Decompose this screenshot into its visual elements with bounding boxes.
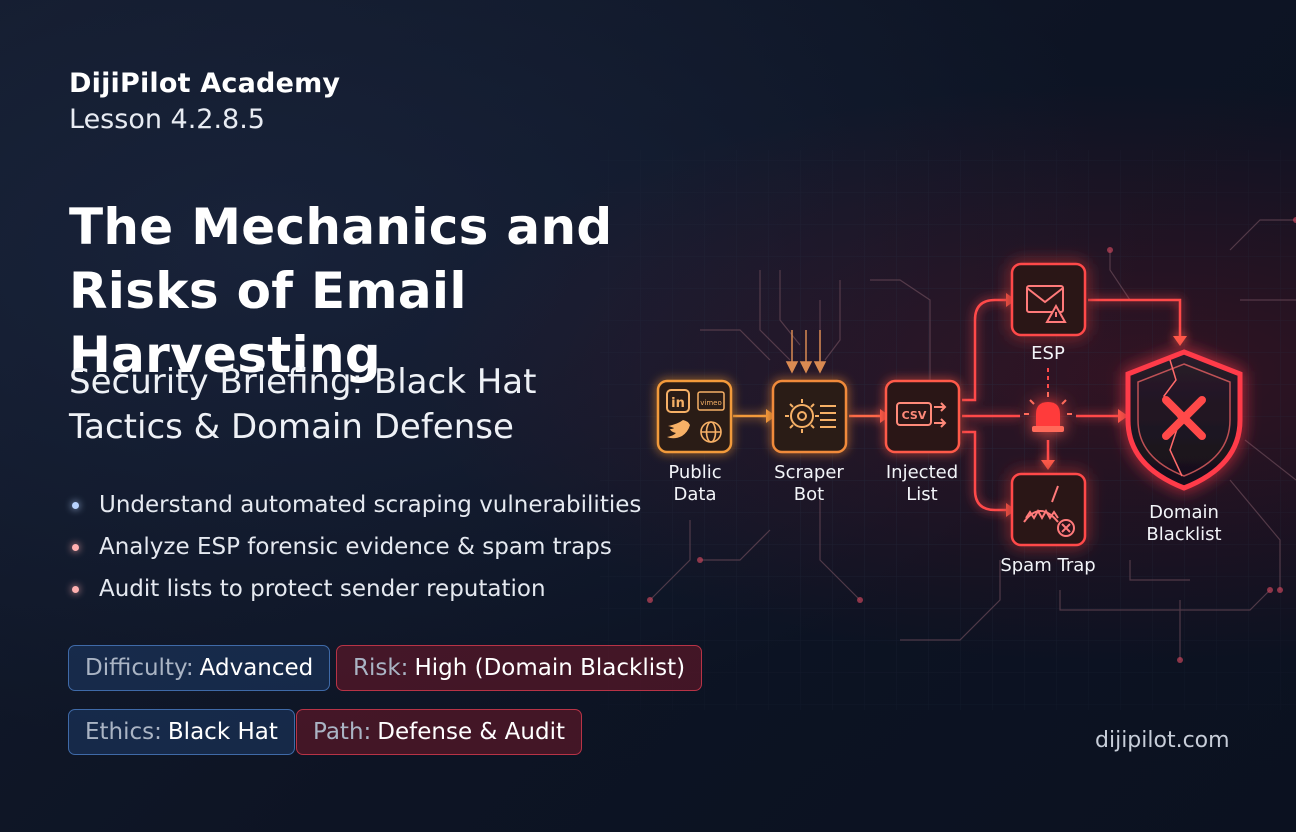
envelope-warning-icon (1026, 285, 1067, 323)
flow-arrows (733, 298, 1182, 512)
twitter-icon (667, 420, 690, 439)
svg-text:vimeo: vimeo (700, 399, 722, 407)
label-line: Scraper (774, 462, 844, 483)
bullet-text: Understand automated scraping vulnerabil… (99, 492, 642, 518)
risk-badge: Risk: High (Domain Blacklist) (336, 645, 703, 691)
title-line-2: Risks of Email Harvesting (69, 262, 467, 384)
title-line-1: The Mechanics and (69, 198, 613, 256)
label-line: Data (673, 484, 717, 505)
badge-value: Defense & Audit (377, 719, 565, 745)
trap-icon (1023, 485, 1075, 537)
ethics-badge: Ethics: Black Hat (68, 709, 295, 755)
brand-name: DijiPilot Academy (69, 68, 341, 99)
scraper-bot-label: Scraper Bot (764, 462, 854, 506)
injected-list-label: Injected List (876, 462, 968, 506)
data-lines-icon (820, 405, 836, 428)
bullet-item: Understand automated scraping vulnerabil… (72, 484, 641, 526)
bullet-text: Audit lists to protect sender reputation (99, 576, 546, 602)
website-url: dijipilot.com (1095, 728, 1230, 753)
injected-list-node (884, 379, 961, 454)
bullet-text: Analyze ESP forensic evidence & spam tra… (99, 534, 612, 560)
badge-value: Black Hat (167, 719, 278, 745)
shield-icon (1125, 349, 1243, 491)
public-data-label: Public Data (652, 462, 738, 506)
linkedin-icon: in (666, 389, 690, 413)
badge-key: Risk: (353, 655, 409, 681)
label-line: Injected (885, 462, 959, 483)
bullet-item: Analyze ESP forensic evidence & spam tra… (72, 526, 641, 568)
vimeo-icon: vimeo (697, 391, 725, 411)
scraper-bot-node (771, 379, 848, 454)
circuit-nodes (647, 217, 1296, 663)
lesson-number: Lesson 4.2.8.5 (69, 104, 265, 135)
bullet-dot-icon (72, 585, 79, 593)
badge-key: Path: (313, 719, 372, 745)
gear-icon (785, 399, 819, 433)
badge-key: Difficulty: (85, 655, 194, 681)
label-line: List (906, 484, 938, 505)
bullet-dot-icon (72, 543, 79, 551)
bullet-dot-icon (72, 501, 79, 509)
label-line: Blacklist (1146, 524, 1222, 545)
spam-trap-label: Spam Trap (1000, 555, 1096, 576)
spam-trap-node (1010, 472, 1087, 547)
subtitle-line-1: Security Briefing: Black Hat (69, 362, 537, 402)
page-title: The Mechanics and Risks of Email Harvest… (69, 195, 769, 387)
badge-key: Ethics: (85, 719, 162, 745)
svg-text:CSV: CSV (902, 409, 927, 422)
bullet-item: Audit lists to protect sender reputation (72, 568, 641, 610)
domain-blacklist-label: Domain Blacklist (1136, 502, 1232, 546)
bullet-list: Understand automated scraping vulnerabil… (72, 484, 641, 610)
svg-text:in: in (671, 396, 685, 411)
esp-label: ESP (1031, 343, 1065, 364)
csv-icon: CSV (896, 402, 947, 428)
label-line: Domain (1149, 502, 1219, 523)
circuit-traces (649, 219, 1296, 660)
difficulty-badge: Difficulty: Advanced (68, 645, 331, 691)
subtitle-line-2: Tactics & Domain Defense (69, 407, 514, 447)
badge-value: Advanced (199, 655, 314, 681)
path-badge: Path: Defense & Audit (296, 709, 582, 755)
label-line: Bot (793, 484, 825, 505)
globe-icon (700, 421, 722, 443)
alarm-icon (1024, 392, 1072, 432)
label-line: Public (668, 462, 722, 483)
input-arrows (785, 330, 827, 374)
subtitle: Security Briefing: Black Hat Tactics & D… (69, 360, 629, 450)
badge-value: High (Domain Blacklist) (414, 655, 686, 681)
